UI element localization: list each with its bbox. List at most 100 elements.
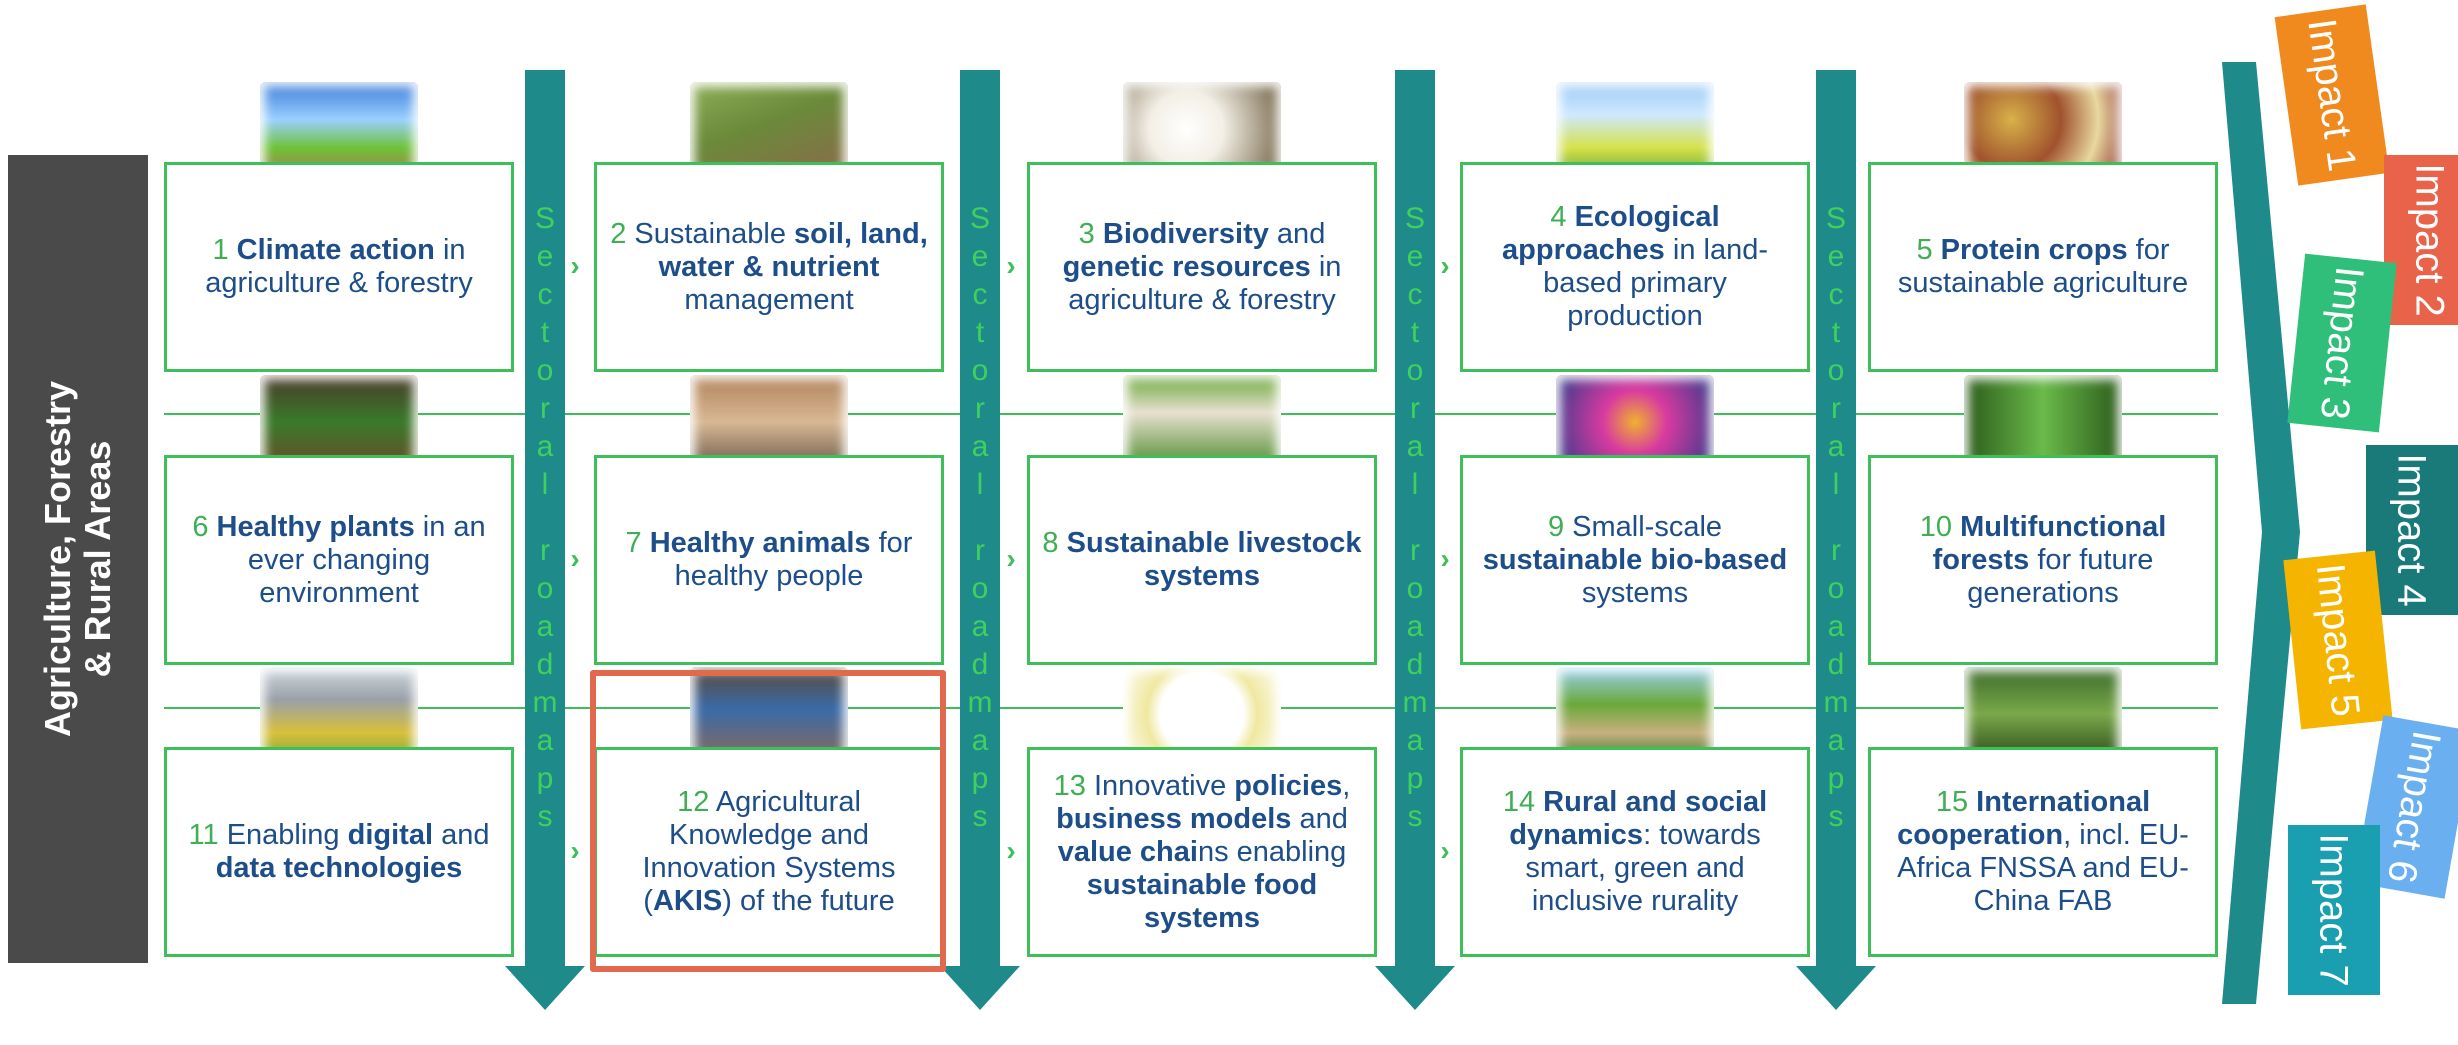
roadmap-letter: o: [971, 354, 989, 387]
roadmap-letter: a: [1406, 724, 1424, 757]
topic-text: 14 Rural and social dynamics: towards sm…: [1475, 786, 1795, 918]
impact-label: Impact 3: [2312, 264, 2372, 422]
arrow-right-icon: ›: [570, 250, 580, 281]
forest-photo: [1964, 375, 2122, 469]
topic-number: 9: [1547, 510, 1565, 543]
topic-box-14[interactable]: 14 Rural and social dynamics: towards sm…: [1460, 747, 1810, 957]
roadmap-letter: p: [971, 762, 989, 795]
impact-tag-7: Impact 7: [2288, 825, 2380, 995]
roadmap-letter: r: [1831, 534, 1841, 567]
topic-keyword: Ecological approaches: [1502, 201, 1720, 266]
arrow-right-icon: ›: [1440, 835, 1450, 866]
impact-tag-5: Impact 5: [2283, 550, 2393, 730]
impact-label: Impact 4: [2390, 453, 2434, 607]
topic-box-4[interactable]: 4 Ecological approaches in land-based pr…: [1460, 162, 1810, 372]
roadmap-letter: s: [1828, 800, 1844, 833]
topic-number: 3: [1078, 217, 1095, 250]
topic-box-10[interactable]: 10 Multifunctional forests for future ge…: [1868, 455, 2218, 665]
topic-box-6[interactable]: 6 Healthy plants in an ever changing env…: [164, 455, 514, 665]
roadmap-letter: e: [1406, 240, 1424, 273]
topic-box-15[interactable]: 15 International cooperation, incl. EU-A…: [1868, 747, 2218, 957]
topic-keyword: Climate action: [236, 234, 435, 266]
roadmap-letter: c: [537, 278, 553, 311]
legumes-photo: [1964, 82, 2122, 176]
topic-number: 5: [1916, 234, 1933, 266]
roadmap-letter: a: [971, 724, 989, 757]
topic-box-8[interactable]: 8 Sustainable livestock systems: [1027, 455, 1377, 665]
impact-chevron: [2222, 62, 2300, 1004]
topic-keyword: policies: [1234, 769, 1343, 802]
topic-text: 10 Multifunctional forests for future ge…: [1883, 511, 2203, 610]
topic-phrase: and: [1291, 802, 1348, 835]
meadow-photo: [1556, 82, 1714, 176]
topic-text: 9 Small-scale sustainable bio-based syst…: [1475, 511, 1795, 610]
topic-text: 8 Sustainable livestock systems: [1042, 527, 1362, 593]
impact-tag-2: Impact 2: [2384, 155, 2458, 325]
arrow-right-icon: ›: [570, 835, 580, 866]
topic-box-13[interactable]: 13 Innovative policies, business models …: [1027, 747, 1377, 957]
roadmap-letter: l: [541, 468, 549, 501]
topic-number: 2: [610, 217, 627, 250]
topic-box-7[interactable]: 7 Healthy animals for healthy people: [594, 455, 944, 665]
topic-box-2[interactable]: 2 Sustainable soil, land, water & nutrie…: [594, 162, 944, 372]
roadmap-letter: a: [536, 724, 554, 757]
roadmap-letter: e: [1827, 240, 1845, 273]
topic-number: 15: [1935, 786, 1969, 818]
topic-box-11[interactable]: 11 Enabling digital and data technologie…: [164, 747, 514, 957]
topic-number: 4: [1550, 201, 1567, 233]
topic-phrase: in agriculture & forestry: [1068, 250, 1342, 316]
sidebar-line-2: & Rural Areas: [77, 440, 118, 678]
roadmap-letter: a: [971, 610, 989, 643]
farmers-animals-photo: [690, 375, 848, 469]
roadmap-letter: a: [536, 430, 554, 463]
roadmap-letter: a: [1827, 430, 1845, 463]
roadmap-letter: m: [532, 686, 558, 719]
arrow-right-icon: ›: [1440, 543, 1450, 574]
roadmap-letter: l: [976, 468, 984, 501]
roadmap-letter: o: [536, 354, 554, 387]
impact-tag-4: Impact 4: [2366, 445, 2458, 615]
topic-text: 12 Agricultural Knowledge and Innovation…: [609, 786, 929, 918]
roadmap-letter: [1395, 502, 1435, 530]
topic-box-5[interactable]: 5 Protein crops for sustainable agricult…: [1868, 162, 2218, 372]
topic-text: 2 Sustainable soil, land, water & nutrie…: [609, 218, 929, 317]
sectoral-roadmap-arrow: [1816, 70, 1856, 968]
roadmap-letter: S: [969, 202, 990, 235]
sidebar-label: Agriculture, Forestry & Rural Areas: [8, 155, 148, 963]
roadmap-letter: p: [1827, 762, 1845, 795]
arrow-down-icon: [1375, 966, 1455, 1010]
topic-keyword: sustainable bio-based: [1482, 543, 1788, 576]
topic-box-3[interactable]: 3 Biodiversity and genetic resources in …: [1027, 162, 1377, 372]
roadmap-letter: a: [536, 610, 554, 643]
topic-phrase: , incl. EU-Africa FNSSA and EU-China FAB: [1897, 819, 2189, 917]
topic-box-9[interactable]: 9 Small-scale sustainable bio-based syst…: [1460, 455, 1810, 665]
blossom-bee-photo: [1123, 82, 1281, 176]
roadmap-letter: m: [967, 686, 993, 719]
roadmap-letter: o: [1406, 354, 1424, 387]
roadmap-letter: r: [540, 534, 550, 567]
roadmap-letter: o: [1827, 354, 1845, 387]
topic-keyword: Multifunctional forests: [1932, 510, 2167, 576]
field-workers-photo: [1964, 667, 2122, 761]
topic-text: 4 Ecological approaches in land-based pr…: [1475, 201, 1795, 333]
roadmap-letter: d: [971, 648, 989, 681]
roadmap-letter: r: [1831, 392, 1841, 425]
topic-box-1[interactable]: 1 Climate action in agriculture & forest…: [164, 162, 514, 372]
topic-phrase: Enabling: [226, 819, 348, 851]
roadmap-letter: r: [1410, 534, 1420, 567]
roadmap-letter: c: [1407, 278, 1423, 311]
impact-label: Impact 5: [2308, 561, 2368, 719]
topic-number: 13: [1053, 769, 1086, 802]
topic-box-12[interactable]: 12 Agricultural Knowledge and Innovation…: [594, 747, 944, 957]
impact-tag-3: Impact 3: [2287, 253, 2397, 433]
cows-photo: [1123, 375, 1281, 469]
topic-phrase: in agriculture & forestry: [205, 234, 473, 299]
arrow-right-icon: ›: [1006, 543, 1016, 574]
topic-phrase: ,: [1342, 769, 1351, 802]
roadmap-letter: d: [1827, 648, 1845, 681]
arrow-down-icon: [1796, 966, 1876, 1010]
roadmap-letter: o: [1827, 572, 1845, 605]
arrow-right-icon: ›: [570, 543, 580, 574]
